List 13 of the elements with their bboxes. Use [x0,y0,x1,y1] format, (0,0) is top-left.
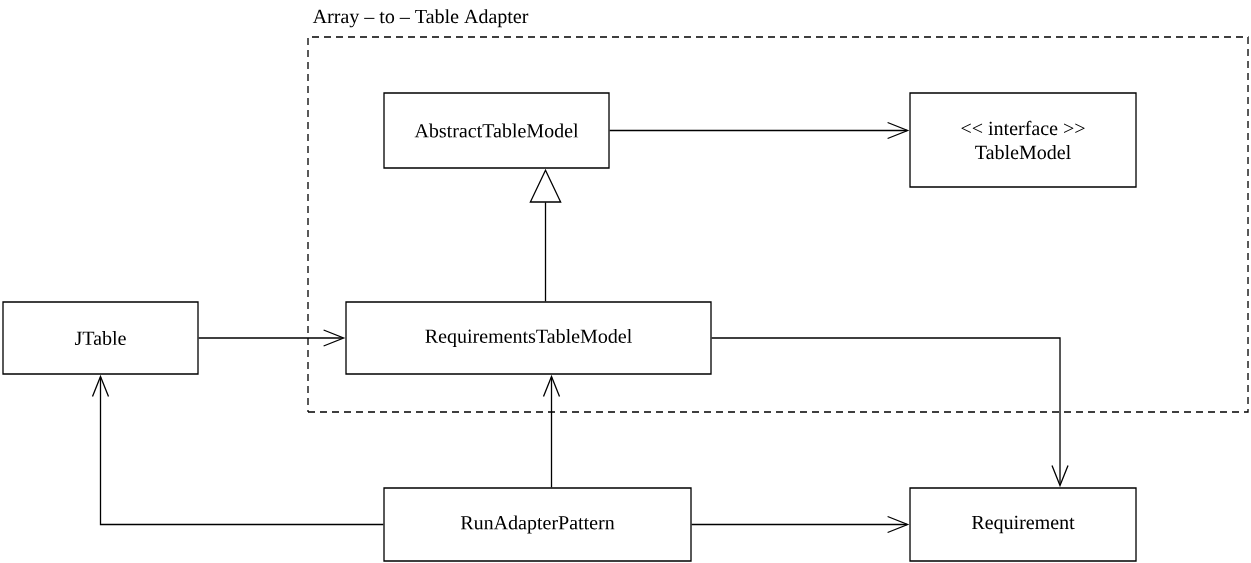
class-box: RunAdapterPattern [383,487,692,562]
class-box: RequirementsTableModel [345,301,712,375]
arrow [542,374,561,488]
group-title: Array – to – Table Adapter [312,9,529,28]
arrow [711,337,1069,488]
class-box: << interface >> TableModel [909,92,1137,188]
class-box: Requirement [909,487,1137,562]
arrow [91,374,384,526]
class-box: JTable [2,301,199,375]
class-box: AbstractTableModel [383,92,610,169]
arrow [198,329,346,347]
arrow [691,515,910,534]
arrow [609,121,910,140]
